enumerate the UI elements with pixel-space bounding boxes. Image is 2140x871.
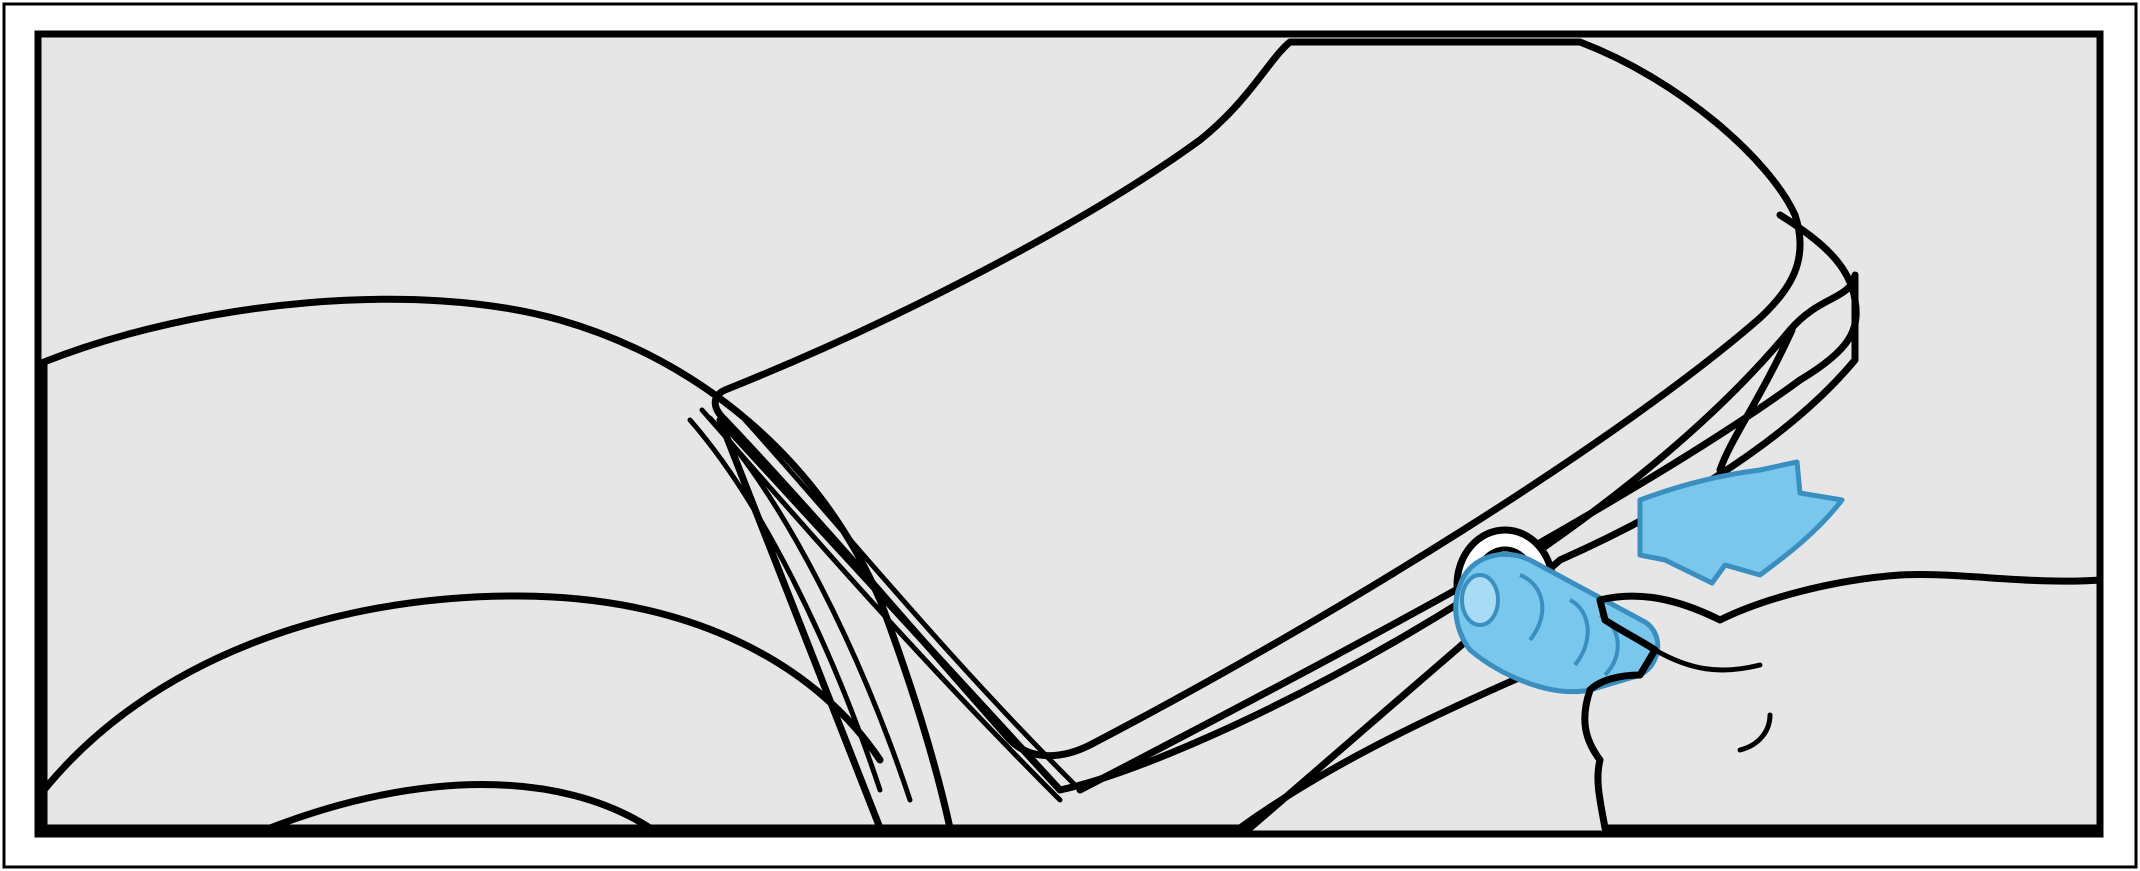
inner-panel [38,34,2100,834]
